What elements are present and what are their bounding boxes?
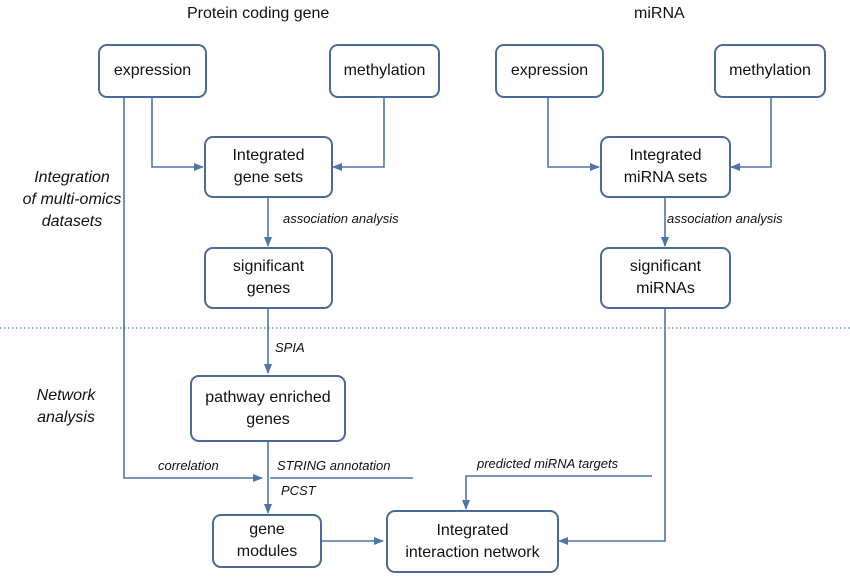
arrow-mirnas-to-network [558,309,666,545]
node-mi-expression: expression [495,44,604,98]
section-integration: Integration of multi-omics datasets [2,167,142,233]
node-label: modules [236,543,298,560]
header-mirna: miRNA [634,5,685,22]
label-spia: SPIA [275,340,305,355]
arrow-pc-methylation-to-integrated [332,97,385,171]
node-label: expression [113,62,192,79]
label-correlation: correlation [158,458,219,473]
node-integrated-mirna-sets: Integrated miRNA sets [600,136,731,198]
arrow-pc-expression-to-integrated [151,97,204,171]
section-integration-line: of multi-omics [22,191,122,208]
node-label: miRNAs [636,280,695,297]
node-label: Integrated [436,521,509,539]
node-gene-modules: gene modules [212,514,322,568]
label-string-annotation: STRING annotation [277,458,391,473]
node-label: genes [246,410,290,428]
node-label: significant [232,258,305,275]
arrow-mi-expression-to-integrated [547,97,600,171]
node-significant-genes: significant genes [204,247,333,309]
node-integrated-gene-sets: Integrated gene sets [204,136,333,198]
arrow-correlation [123,97,263,482]
node-label: interaction network [405,543,540,561]
node-label: miRNA sets [623,169,708,186]
section-integration-line: datasets [41,213,103,230]
node-label: significant [629,258,702,275]
node-significant-mirnas: significant miRNAs [600,247,731,309]
section-integration-line: Integration [34,169,110,186]
label-association-analysis-genes: association analysis [283,211,399,226]
label-association-analysis-mirnas: association analysis [667,211,783,226]
section-network-line: analysis [37,409,95,426]
node-label: methylation [343,62,426,79]
node-label: genes [246,280,291,297]
node-label: expression [510,62,589,79]
arrow-predicted-targets [462,475,652,510]
node-integrated-interaction-network: Integrated interaction network [386,510,559,573]
node-label: gene sets [233,169,304,186]
section-network-line: Network [36,387,96,404]
node-label: Integrated [232,147,305,164]
node-label: gene [249,521,285,538]
node-label: pathway enriched [205,388,331,406]
node-label: methylation [729,62,811,79]
label-pcst: PCST [281,483,316,498]
node-pathway-enriched-genes: pathway enriched genes [190,375,346,442]
node-pc-expression: expression [98,44,207,98]
node-label: Integrated [629,147,702,164]
header-protein-coding-gene: Protein coding gene [187,5,330,22]
node-mi-methylation: methylation [714,44,826,98]
label-predicted-mirna-targets: predicted miRNA targets [477,456,619,471]
section-network-analysis: Network analysis [2,385,130,429]
node-pc-methylation: methylation [329,44,440,98]
arrow-mi-methylation-to-integrated [730,97,772,171]
